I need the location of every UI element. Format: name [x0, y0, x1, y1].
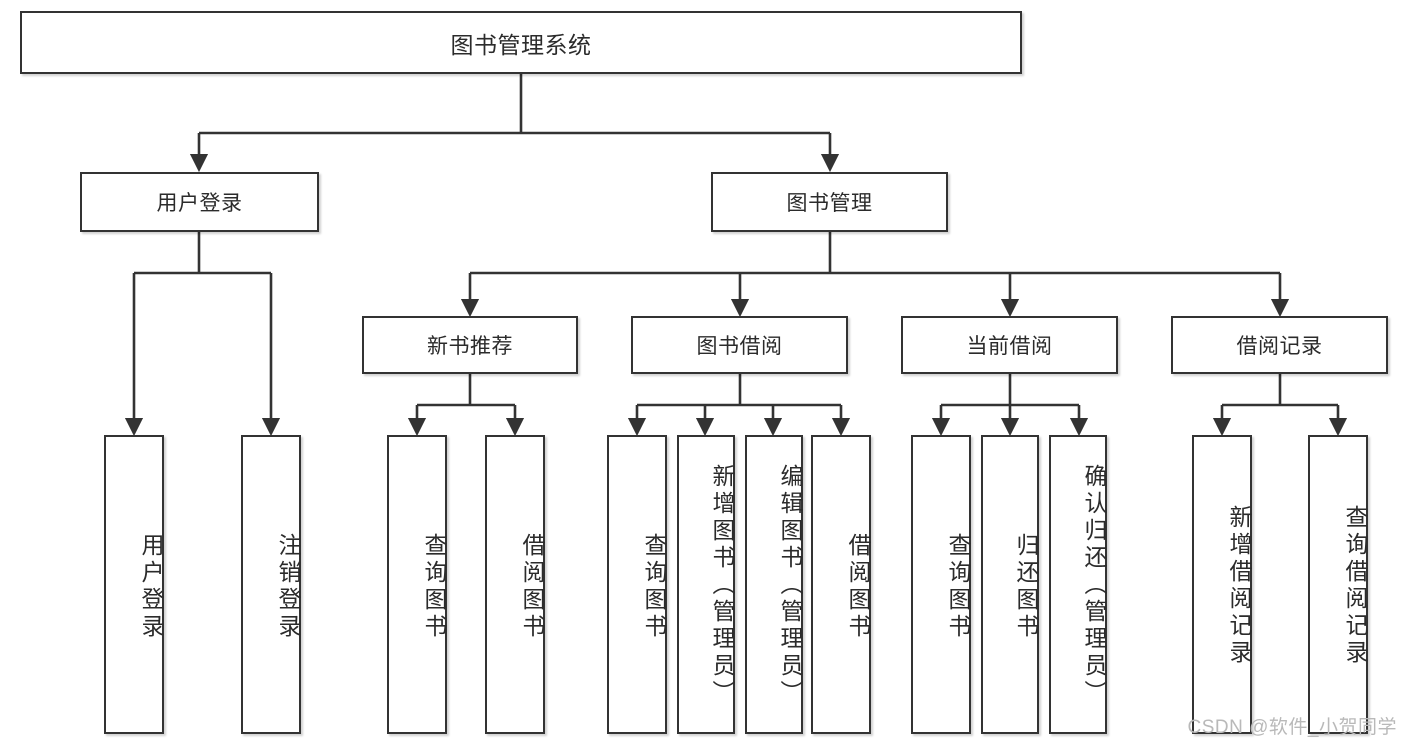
node-label: 新增借阅记录: [1226, 504, 1252, 667]
leaf-add-book-admin[interactable]: 新增图书（管理员）: [677, 435, 735, 734]
node-label: 用户登录: [138, 532, 164, 641]
leaf-user-login[interactable]: 用户登录: [104, 435, 164, 734]
leaf-query-book-current[interactable]: 查询图书: [911, 435, 971, 734]
node-label: 查询借阅记录: [1342, 504, 1368, 667]
node-user-login[interactable]: 用户登录: [80, 172, 319, 232]
node-label: 借阅图书: [845, 532, 871, 641]
leaf-borrow-book-recommend[interactable]: 借阅图书: [485, 435, 545, 734]
node-label: 归还图书: [1013, 532, 1039, 641]
node-label: 新增图书（管理员）: [709, 464, 735, 707]
node-current-borrow[interactable]: 当前借阅: [901, 316, 1118, 374]
node-label: 借阅记录: [1236, 335, 1323, 358]
leaf-logout[interactable]: 注销登录: [241, 435, 301, 734]
leaf-query-borrow-record[interactable]: 查询借阅记录: [1308, 435, 1368, 734]
node-label: 查询图书: [421, 532, 447, 641]
node-label: 确认归还（管理员）: [1081, 464, 1107, 707]
node-label: 编辑图书（管理员）: [777, 464, 803, 707]
node-borrow-record[interactable]: 借阅记录: [1171, 316, 1388, 374]
node-label: 注销登录: [275, 532, 301, 641]
leaf-borrow-book[interactable]: 借阅图书: [811, 435, 871, 734]
node-new-book-recommend[interactable]: 新书推荐: [362, 316, 578, 374]
node-label: 图书管理系统: [450, 31, 592, 58]
leaf-return-book[interactable]: 归还图书: [981, 435, 1039, 734]
node-book-management[interactable]: 图书管理: [711, 172, 948, 232]
node-book-borrow[interactable]: 图书借阅: [631, 316, 848, 374]
leaf-add-borrow-record[interactable]: 新增借阅记录: [1192, 435, 1252, 734]
leaf-query-book-recommend[interactable]: 查询图书: [387, 435, 447, 734]
watermark-text: CSDN @软件_小贺同学: [1187, 717, 1397, 738]
leaf-confirm-return-admin[interactable]: 确认归还（管理员）: [1049, 435, 1107, 734]
node-label: 查询图书: [641, 532, 667, 641]
node-label: 新书推荐: [427, 335, 513, 358]
node-label: 图书借阅: [696, 335, 783, 358]
leaf-query-book-borrow[interactable]: 查询图书: [607, 435, 667, 734]
node-label: 用户登录: [156, 192, 243, 215]
node-label: 当前借阅: [966, 335, 1053, 358]
node-root-system[interactable]: 图书管理系统: [20, 11, 1022, 74]
leaf-edit-book-admin[interactable]: 编辑图书（管理员）: [745, 435, 803, 734]
node-label: 借阅图书: [519, 532, 545, 641]
node-label: 图书管理: [786, 192, 873, 215]
node-label: 查询图书: [945, 532, 971, 641]
